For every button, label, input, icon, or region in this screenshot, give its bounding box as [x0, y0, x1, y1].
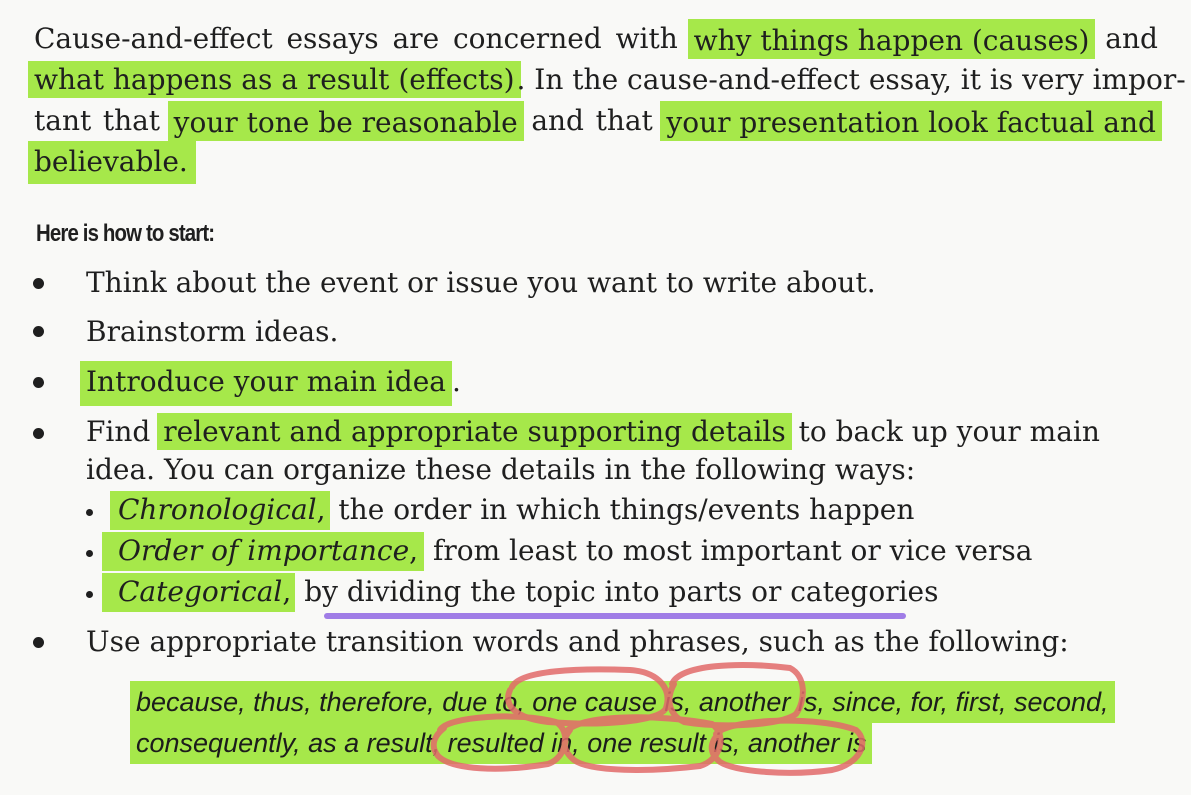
- highlight-causes: why things happen (causes): [687, 19, 1096, 59]
- purple-underline: [324, 613, 906, 619]
- highlight-supporting-details: relevant and appropriate supporting deta…: [157, 413, 792, 450]
- bullet-dot: [33, 428, 44, 439]
- highlight-presentation: your presentation look factual and: [660, 101, 1162, 141]
- bullet-dot: [33, 637, 44, 648]
- word: concerned: [452, 22, 602, 55]
- highlight-effects: what happens as a result (effects): [28, 61, 521, 98]
- highlight-chronological: Chronological: [110, 491, 317, 530]
- bullet-item-4: Find relevant and appropriate supporting…: [86, 412, 1100, 452]
- paragraph-line-4: believable.: [28, 141, 196, 184]
- word: and: [1105, 22, 1158, 55]
- sub-bullet-desc: the order in which things/events happen: [329, 493, 915, 526]
- comma: ,: [316, 491, 330, 530]
- sub-bullet-categorical: Categorical, by dividing the topic into …: [102, 572, 938, 612]
- comma: ,: [282, 573, 296, 612]
- word: tant: [34, 104, 92, 137]
- word: essays: [286, 22, 379, 55]
- transitions-line-2: consequently, as a result, resulted in, …: [130, 722, 873, 764]
- word: that: [102, 104, 161, 137]
- paragraph-line-2: what happens as a result (effects). In t…: [28, 60, 1186, 100]
- highlight-categorical: Categorical: [102, 573, 283, 612]
- word: Cause-and-effect: [34, 22, 273, 55]
- sub-bullet-dot: [86, 591, 93, 598]
- word: and: [531, 104, 584, 137]
- bullet-item-4-cont: idea. You can organize these details in …: [86, 453, 916, 486]
- comma: ,: [409, 532, 425, 571]
- highlight-tone: your tone be reasonable: [167, 101, 524, 141]
- bullet-text: to back up your main: [789, 415, 1100, 448]
- bullet-item-5: Use appropriate transition words and phr…: [86, 625, 1069, 658]
- paragraph-line-1: Cause-and-effect essays are concerned wi…: [34, 19, 1158, 59]
- word: that: [595, 104, 653, 137]
- bullet-item-2: Brainstorm ideas.: [86, 315, 339, 348]
- word: are: [392, 22, 440, 55]
- word: with: [615, 22, 678, 55]
- highlight-main-idea: Introduce your main idea: [80, 361, 452, 406]
- highlight-believable: believable.: [28, 141, 196, 184]
- section-heading: Here is how to start:: [36, 220, 215, 247]
- paragraph-text: . In the cause-and-effect essay, it is v…: [516, 63, 1186, 96]
- bullet-item-1: Think about the event or issue you want …: [86, 266, 876, 299]
- transitions-line-1: because, thus, therefore, due to, one ca…: [130, 681, 1115, 723]
- sub-bullet-desc: from least to most important or vice ver…: [424, 534, 1033, 567]
- bullet-dot: [33, 326, 44, 337]
- sub-bullet-chronological: Chronological, the order in which things…: [110, 490, 914, 530]
- sub-bullet-pre: by: [295, 575, 347, 608]
- punctuation: .: [451, 365, 461, 398]
- bullet-item-3: Introduce your main idea.: [80, 361, 461, 406]
- underlined-text: dividing the topic into parts or categor…: [346, 575, 939, 608]
- sub-bullet-dot: [86, 550, 93, 557]
- sub-bullet-importance: Order of importance, from least to most …: [102, 531, 1032, 571]
- paragraph-line-3: tant that your tone be reasonable and th…: [34, 101, 1162, 141]
- bullet-dot: [33, 377, 44, 388]
- highlight-importance: Order of importance: [102, 532, 410, 571]
- sub-bullet-dot: [86, 509, 93, 516]
- bullet-dot: [33, 278, 44, 289]
- bullet-text: Find: [86, 415, 160, 448]
